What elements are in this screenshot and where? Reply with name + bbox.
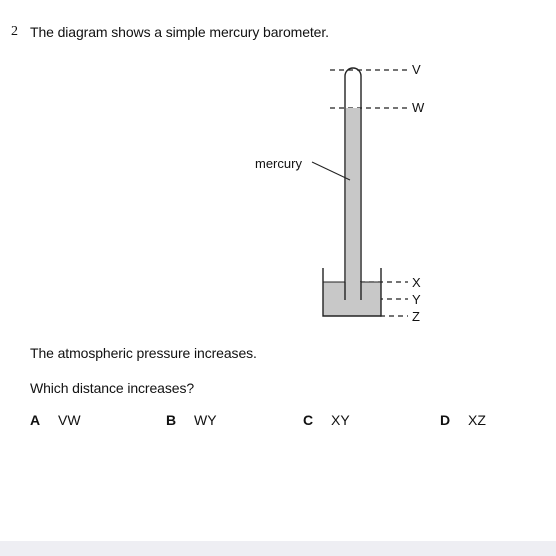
option-text: WY [194, 412, 217, 428]
option-b[interactable]: B WY [166, 412, 217, 428]
tube-mercury [346, 108, 360, 300]
label-z: Z [412, 309, 420, 324]
question-prompt: Which distance increases? [30, 380, 195, 396]
option-c[interactable]: C XY [303, 412, 350, 428]
barometer-diagram: mercury V W X Y Z [255, 62, 425, 324]
question-stem: The diagram shows a simple mercury barom… [30, 24, 329, 40]
label-w: W [412, 100, 425, 115]
option-a[interactable]: A VW [30, 412, 81, 428]
option-text: VW [58, 412, 81, 428]
tube [344, 67, 362, 300]
pressure-statement: The atmospheric pressure increases. [30, 345, 257, 361]
mercury-leader [311, 161, 351, 181]
label-y: Y [412, 292, 421, 307]
option-text: XZ [468, 412, 486, 428]
option-d[interactable]: D XZ [440, 412, 486, 428]
label-x: X [412, 275, 421, 290]
question-number: 2 [11, 24, 18, 39]
answer-options: A VW B WY C XY D XZ [0, 412, 556, 432]
option-letter: B [166, 412, 177, 428]
option-letter: C [303, 412, 314, 428]
option-text: XY [331, 412, 350, 428]
dish [322, 268, 382, 317]
footer-band [0, 541, 556, 556]
mercury-label: mercury [255, 156, 302, 171]
option-letter: A [30, 412, 41, 428]
option-letter: D [440, 412, 451, 428]
label-v: V [412, 62, 421, 77]
